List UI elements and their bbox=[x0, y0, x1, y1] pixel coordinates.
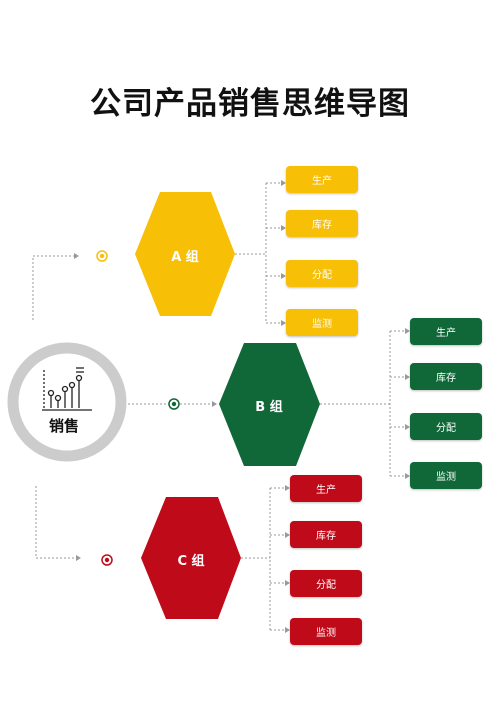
group-c-item: 分配 bbox=[290, 570, 362, 597]
group-b-item: 库存 bbox=[410, 363, 482, 390]
arrow-c bbox=[76, 555, 81, 561]
group-b-label: B 组 bbox=[255, 400, 283, 415]
branch-connectors-a bbox=[235, 182, 281, 324]
branch-arrows-c bbox=[285, 485, 290, 633]
marker-c-icon bbox=[101, 554, 113, 566]
group-c-item: 生产 bbox=[290, 475, 362, 502]
hexagon-b bbox=[219, 343, 320, 466]
hexagon-c bbox=[141, 497, 241, 619]
group-b-item: 监测 bbox=[410, 462, 482, 489]
branch-connectors-c bbox=[241, 487, 285, 631]
page-title: 公司产品销售思维导图 bbox=[90, 86, 410, 122]
group-a-label: A 组 bbox=[171, 250, 199, 265]
group-c-label: C 组 bbox=[177, 554, 205, 569]
marker-b-icon bbox=[168, 398, 180, 410]
chart-icon bbox=[42, 367, 92, 411]
arrow-b bbox=[212, 401, 217, 407]
group-c-item: 监测 bbox=[290, 618, 362, 645]
hexagon-a bbox=[135, 192, 235, 316]
group-a-item: 库存 bbox=[286, 210, 358, 237]
branch-arrows-a bbox=[281, 180, 286, 326]
group-b-item: 生产 bbox=[410, 318, 482, 345]
marker-a-icon bbox=[96, 250, 108, 262]
connector-to-c bbox=[35, 486, 76, 559]
group-b-item: 分配 bbox=[410, 413, 482, 440]
trunk-arrows bbox=[74, 253, 217, 561]
arrow-a bbox=[74, 253, 79, 259]
center-ring bbox=[7, 342, 127, 462]
branch-arrows-b bbox=[405, 328, 410, 479]
branch-connectors-b bbox=[320, 330, 405, 477]
group-a-item: 监测 bbox=[286, 309, 358, 336]
connector-to-a bbox=[32, 255, 74, 320]
group-a-item: 生产 bbox=[286, 166, 358, 193]
group-a-item: 分配 bbox=[286, 260, 358, 287]
center-label: 销售 bbox=[48, 417, 79, 435]
group-c-item: 库存 bbox=[290, 521, 362, 548]
